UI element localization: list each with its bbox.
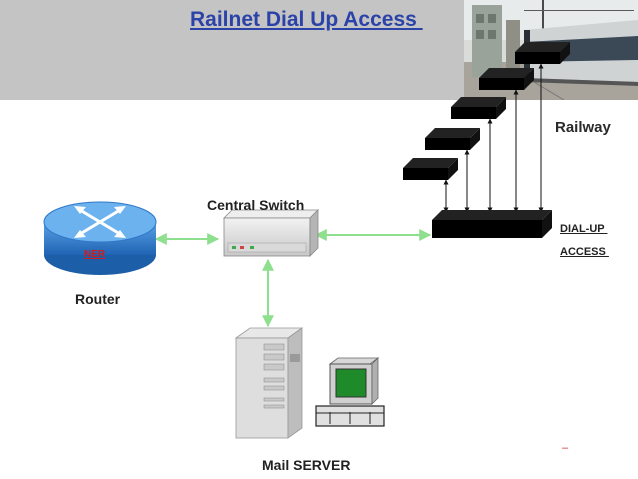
central-switch-label: Central Switch (207, 197, 305, 213)
dialup-label-line1: DIAL-UP (560, 223, 608, 235)
router-ner-label: NER (84, 249, 106, 260)
network-device-icon (515, 42, 570, 64)
network-device-icon (451, 97, 506, 119)
network-device-icon (425, 128, 480, 150)
network-device-icon (479, 68, 534, 90)
stray-dash: – (562, 442, 569, 454)
router-label: Router (75, 291, 121, 307)
network-device-icon (403, 158, 458, 180)
server-tower-icon (234, 327, 304, 439)
page-title: Railnet Dial Up Access (190, 8, 423, 31)
crt-monitor-icon (315, 357, 385, 427)
switch-icon (223, 209, 319, 257)
dialup-label-line2: ACCESS (560, 246, 609, 258)
railway-label: Railway (555, 119, 611, 136)
dialup-access-device-icon (432, 210, 552, 238)
mail-server-label: Mail SERVER (262, 457, 351, 473)
router-icon (43, 201, 157, 275)
